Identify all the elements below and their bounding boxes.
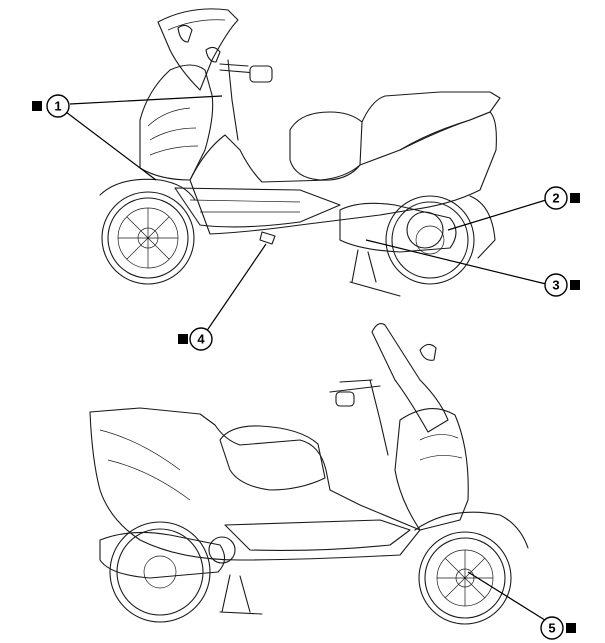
callout-1: 1 [32,94,70,118]
scooter-top-right-side [99,8,501,297]
callout-5: 5 [540,616,576,640]
callout-1-label: 1 [54,99,61,114]
callout-2-marker [570,193,580,203]
callout-5-marker [566,623,576,633]
leader-lines [65,95,549,623]
callout-4-label: 4 [197,332,205,347]
scooter-bottom-left-side [89,323,529,625]
callout-3-marker [570,280,580,290]
callout-2: 2 [544,186,580,210]
callout-3-label: 3 [552,278,559,293]
callout-1-marker [32,101,42,111]
callout-4-marker [178,334,188,344]
callout-3: 3 [544,273,580,297]
callout-2-label: 2 [552,191,559,206]
callout-5-label: 5 [548,621,555,636]
callout-4: 4 [178,327,213,351]
